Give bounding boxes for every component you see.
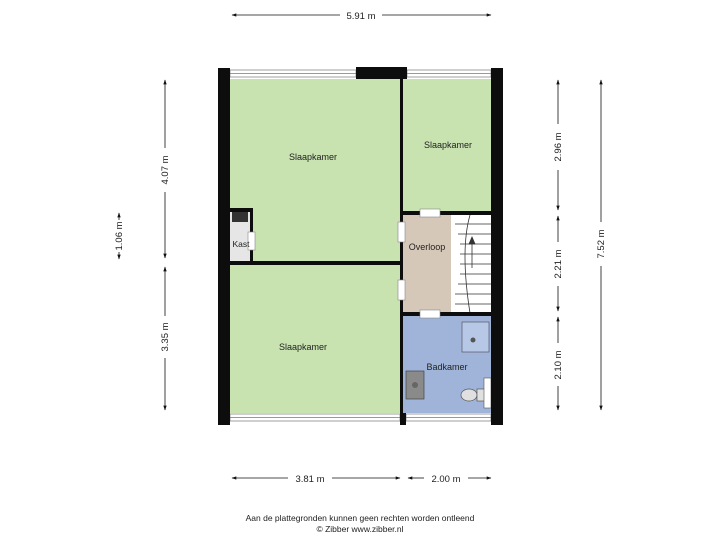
dim-right-lower: 2.10 m	[553, 350, 564, 379]
wall-vertical-middle	[400, 79, 403, 413]
shower-drain	[470, 337, 476, 343]
shower-tray	[461, 321, 490, 353]
dim-right-upper: 2.96 m	[553, 132, 564, 161]
dimension-lines	[117, 13, 603, 480]
label-bathroom: Badkamer	[426, 362, 467, 372]
wall-landing-bath	[403, 312, 491, 316]
label-bedroom-top-left: Slaapkamer	[289, 152, 337, 162]
footer-credit: © Zibber www.zibber.nl	[316, 524, 404, 534]
dim-left-upper: 4.07 m	[160, 155, 171, 184]
footer-disclaimer: Aan de plattegronden kunnen geen rechten…	[245, 513, 475, 523]
wall-top-center	[356, 67, 407, 79]
wall-closet-top	[230, 208, 252, 212]
bedroom-bottom-left-floor	[230, 265, 400, 413]
label-landing: Overloop	[409, 242, 446, 252]
staircase	[455, 214, 491, 314]
dim-bottom-right: 2.00 m	[431, 474, 460, 485]
label-bedroom-top-right: Slaapkamer	[424, 140, 472, 150]
label-closet: Kast	[232, 239, 250, 249]
wall-bottom-center	[400, 413, 406, 425]
dim-bottom-left: 3.81 m	[295, 474, 324, 485]
wall-right	[491, 68, 503, 425]
closet-floor	[230, 212, 252, 262]
dim-right-total: 7.52 m	[596, 229, 607, 258]
landing-floor	[403, 215, 451, 313]
wall-bedrooms-divider	[230, 261, 400, 265]
wall-bedroom-right-bottom	[403, 211, 491, 215]
radiator	[483, 377, 492, 409]
bedroom-top-right-floor	[403, 79, 491, 212]
dim-right-middle: 2.21 m	[553, 249, 564, 278]
label-bedroom-bottom-left: Slaapkamer	[279, 342, 327, 352]
dim-top-width: 5.91 m	[346, 11, 375, 22]
closet-shelf	[232, 212, 248, 222]
walls	[218, 67, 503, 425]
bathroom-fixtures	[405, 321, 492, 409]
bedroom-top-left-floor	[230, 79, 400, 262]
dim-left-lower: 3.35 m	[160, 322, 171, 351]
wall-left	[218, 68, 230, 425]
toilet	[460, 388, 478, 402]
dim-left-closet: 1.06 m	[114, 221, 125, 250]
doors	[247, 208, 441, 319]
